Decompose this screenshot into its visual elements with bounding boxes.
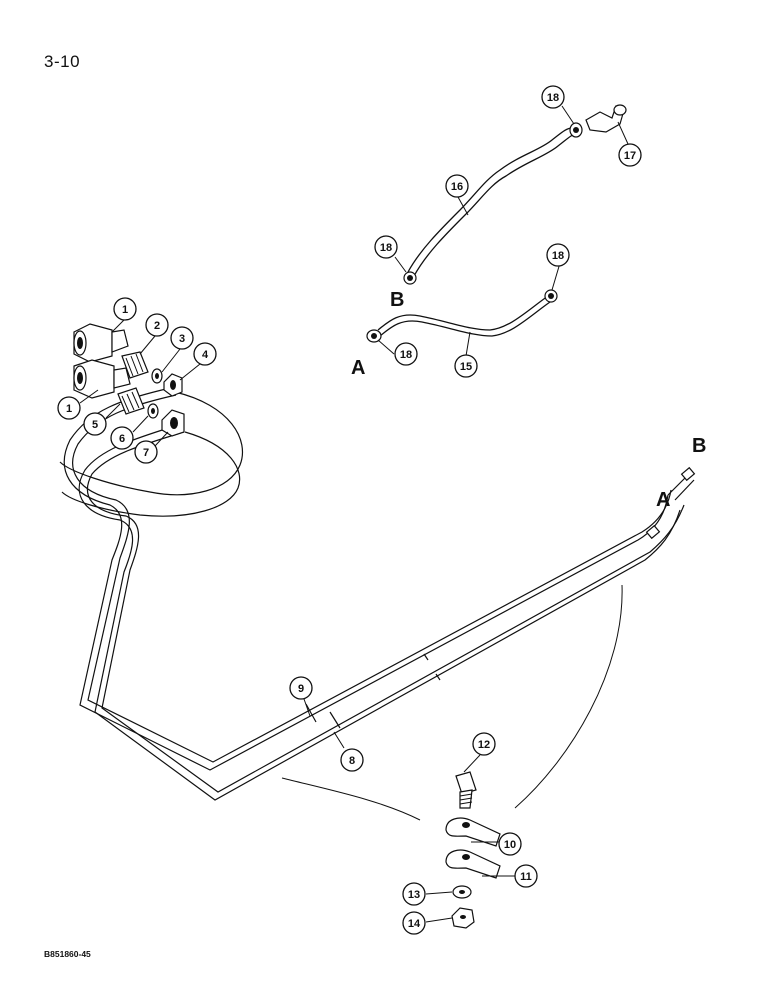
fitting-2 <box>121 351 149 379</box>
fitting-7 <box>161 409 185 437</box>
callout-18-mid-right: 18 <box>546 243 570 267</box>
svg-text:14: 14 <box>408 918 421 930</box>
callout-2: 2 <box>145 313 169 337</box>
fitting-1-upper <box>73 323 129 363</box>
clamp-11 <box>445 849 501 879</box>
callout-1-upper: 1 <box>113 297 137 321</box>
callout-5: 5 <box>83 412 107 436</box>
letter-a-pipe: A <box>656 489 670 511</box>
hose-15 <box>377 295 551 337</box>
pipe-end-b <box>667 466 696 501</box>
hose-16 <box>407 127 577 277</box>
leader-lines <box>79 105 629 923</box>
svg-text:3: 3 <box>179 333 185 345</box>
clamp-18-lower-left <box>366 329 382 343</box>
clamp-18-mid-right <box>544 289 558 303</box>
letter-b-pipe: B <box>692 435 706 457</box>
svg-text:16: 16 <box>451 181 463 193</box>
callout-14: 14 <box>402 911 426 935</box>
callout-16: 16 <box>445 174 469 198</box>
svg-text:12: 12 <box>478 739 490 751</box>
svg-text:2: 2 <box>154 320 160 332</box>
fitting-5 <box>117 387 145 415</box>
callout-15: 15 <box>454 354 478 378</box>
page-number: 3-10 <box>44 52 81 71</box>
callout-3: 3 <box>170 326 194 350</box>
svg-text:1: 1 <box>122 304 128 316</box>
svg-text:13: 13 <box>408 889 420 901</box>
callout-13: 13 <box>402 882 426 906</box>
callout-9: 9 <box>289 676 313 700</box>
svg-text:17: 17 <box>624 150 636 162</box>
fitting-3 <box>151 368 163 384</box>
svg-text:10: 10 <box>504 839 516 851</box>
callout-18-top: 18 <box>541 85 565 109</box>
fitting-4 <box>163 373 183 397</box>
bolt-12 <box>455 771 477 809</box>
svg-text:18: 18 <box>552 250 564 262</box>
clamp-18-mid-left <box>403 271 417 285</box>
line-break-marks <box>305 653 441 729</box>
svg-text:18: 18 <box>547 92 559 104</box>
callout-12: 12 <box>472 732 496 756</box>
fitting-1-lower <box>73 359 131 399</box>
callout-17: 17 <box>618 143 642 167</box>
callout-10: 10 <box>498 832 522 856</box>
callout-6: 6 <box>110 426 134 450</box>
washer-13 <box>452 885 472 899</box>
svg-text:6: 6 <box>119 433 125 445</box>
callout-4: 4 <box>193 342 217 366</box>
callout-18-mid-left: 18 <box>374 235 398 259</box>
svg-text:18: 18 <box>380 242 392 254</box>
figure-code: B851860-45 <box>44 949 91 959</box>
callout-7: 7 <box>134 440 158 464</box>
clamp-18-top <box>569 122 583 138</box>
svg-text:9: 9 <box>298 683 304 695</box>
svg-text:18: 18 <box>400 349 412 361</box>
nut-14 <box>451 907 475 929</box>
callout-11: 11 <box>514 864 538 888</box>
pipe-end-a <box>645 524 661 540</box>
svg-text:1: 1 <box>66 403 72 415</box>
leader-curve-right <box>514 584 623 809</box>
callout-8: 8 <box>340 748 364 772</box>
svg-text:5: 5 <box>92 419 98 431</box>
svg-text:8: 8 <box>349 755 355 767</box>
fitting-6 <box>147 403 159 419</box>
steel-line-8 <box>59 391 685 801</box>
callout-18-lower-left: 18 <box>394 342 418 366</box>
leader-curve-left <box>281 777 421 821</box>
svg-text:4: 4 <box>202 349 209 361</box>
letter-a-hose: A <box>351 357 365 379</box>
elbow-17 <box>585 104 627 133</box>
svg-text:11: 11 <box>520 871 532 883</box>
callout-1-lower: 1 <box>57 396 81 420</box>
clamp-10 <box>445 817 501 847</box>
letter-b-hose: B <box>390 289 404 311</box>
svg-text:7: 7 <box>143 447 149 459</box>
svg-text:15: 15 <box>460 361 472 373</box>
